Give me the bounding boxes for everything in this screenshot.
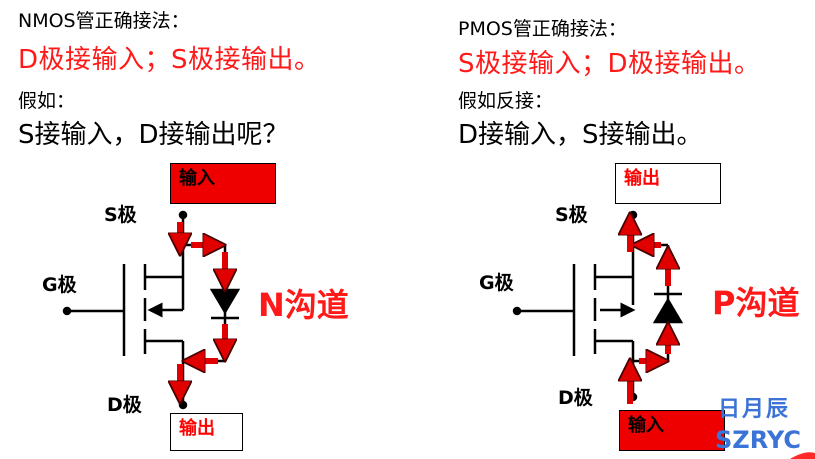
pmos-body-diode (652, 297, 684, 324)
pmos-assume-label: 假如反接： (458, 90, 554, 112)
nmos-output-box: 输出 (170, 413, 243, 451)
nmos-drain-label: D极 (107, 394, 142, 416)
nmos-heading: NMOS管正确接法： (18, 10, 190, 32)
nmos-correct-connection: D极接输入；S极接输出。 (18, 45, 321, 75)
pmos-channel-label: P沟道 (712, 284, 800, 322)
company-logo-cn: 日月辰 (718, 397, 791, 422)
nmos-source-label: S极 (104, 204, 137, 226)
pmos-circuit (512, 210, 684, 402)
pmos-source-label: S极 (555, 204, 588, 226)
pmos-question: D接输入，S接输出。 (458, 120, 703, 150)
pmos-gate-label: G极 (479, 272, 514, 294)
nmos-circuit (62, 210, 241, 410)
nmos-source-terminal (178, 210, 188, 220)
pmos-heading: PMOS管正确接法： (458, 18, 627, 40)
pmos-current-arrows (630, 220, 668, 404)
nmos-gate-label: G极 (42, 274, 77, 296)
nmos-input-box: 输入 (170, 163, 276, 204)
pmos-input-box: 输入 (619, 410, 725, 451)
nmos-assume-label: 假如： (18, 90, 76, 112)
pmos-correct-connection: S极接输入；D极接输出。 (458, 49, 761, 79)
nmos-channel-label: N沟道 (258, 286, 349, 324)
nmos-body-diode (209, 288, 241, 315)
pmos-drain-label: D极 (558, 387, 593, 409)
pmos-source-terminal (628, 210, 638, 220)
pmos-output-box: 输出 (615, 163, 721, 204)
nmos-drain-terminal (178, 400, 188, 410)
nmos-current-arrows (180, 222, 225, 396)
company-logo-en: SZRYC (715, 426, 801, 454)
logo-swoosh (790, 452, 815, 459)
nmos-question: S接输入，D接输出呢？ (18, 120, 289, 150)
